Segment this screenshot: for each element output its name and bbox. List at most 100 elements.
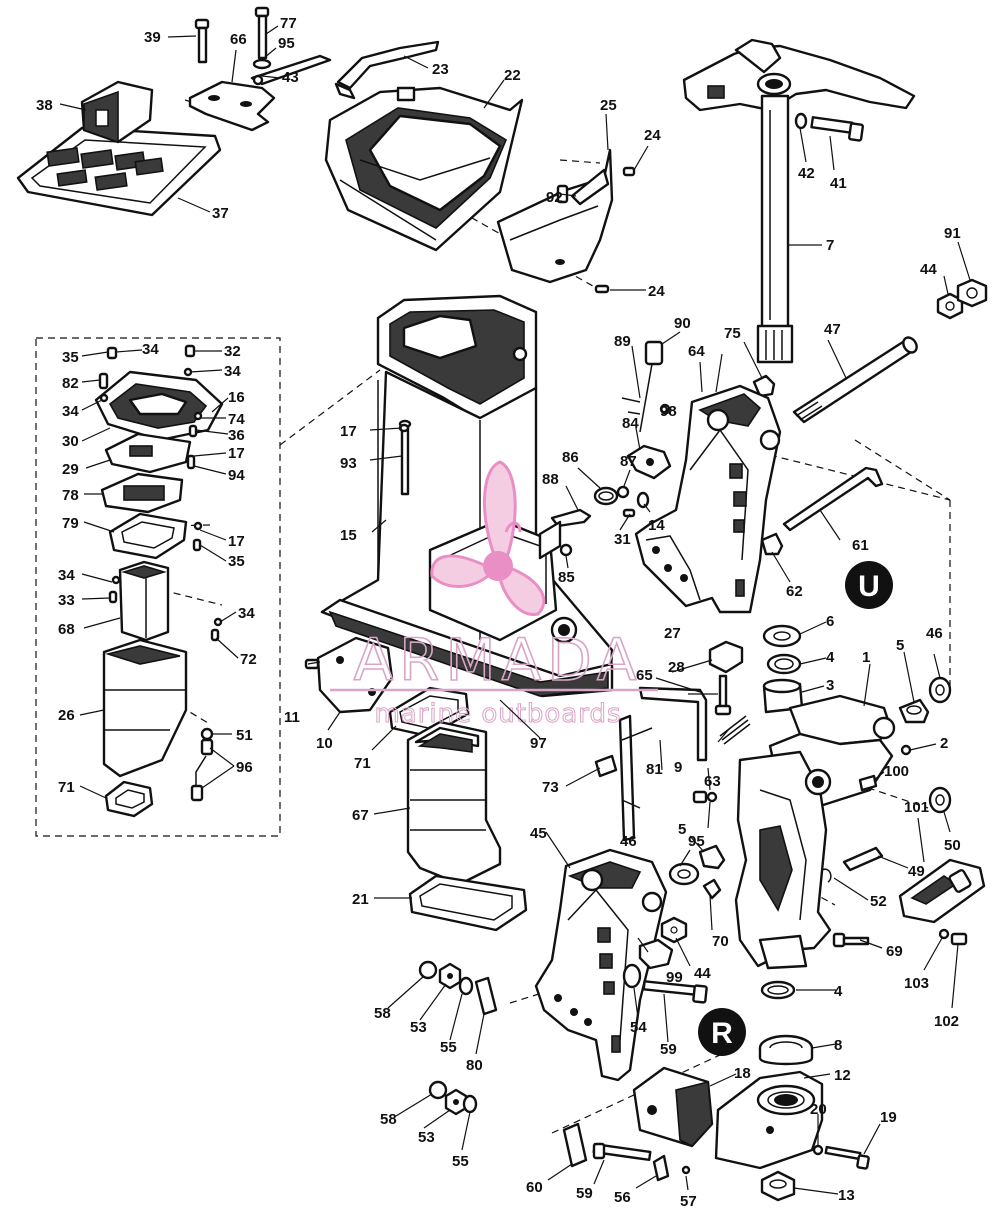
callout-81: 81 xyxy=(646,761,663,778)
part-58-53-55-lower-fasteners xyxy=(428,1080,478,1116)
part-102-103-screw-washer xyxy=(938,928,968,946)
callout-15: 15 xyxy=(340,527,357,544)
part-66-bracket-plate xyxy=(188,80,276,132)
callout-90: 90 xyxy=(674,315,691,332)
part-12-lower-housing xyxy=(714,1070,824,1170)
callout-58: 58 xyxy=(374,1005,391,1022)
part-77-95-bolt-washer xyxy=(252,6,272,70)
callout-35: 35 xyxy=(228,553,245,570)
callout-17: 17 xyxy=(228,445,245,462)
callout-17: 17 xyxy=(228,533,245,550)
part-79-gasket xyxy=(108,512,188,560)
callout-30: 30 xyxy=(62,433,79,450)
watermark: ARMADA marine outboards xyxy=(330,460,658,730)
callout-63: 63 xyxy=(704,773,721,790)
callout-37: 37 xyxy=(212,205,229,222)
callout-65: 65 xyxy=(636,667,653,684)
callout-61: 61 xyxy=(852,537,869,554)
part-59-bolt-lower xyxy=(592,1142,652,1162)
part-58-53-55-80-fasteners xyxy=(418,960,498,1016)
callout-1: 1 xyxy=(862,649,870,666)
callout-67: 67 xyxy=(352,807,369,824)
callout-53: 53 xyxy=(418,1129,435,1146)
part-101-plate xyxy=(898,858,986,924)
callout-91: 91 xyxy=(944,225,961,242)
callout-73: 73 xyxy=(542,779,559,796)
part-65-tilt-lever xyxy=(618,686,708,842)
part-39-bolt xyxy=(194,18,210,64)
callout-44: 44 xyxy=(694,965,711,982)
callout-50: 50 xyxy=(944,837,961,854)
callout-44: 44 xyxy=(920,261,937,278)
callout-6: 6 xyxy=(826,613,834,630)
part-41-42-bolt-washer xyxy=(794,112,864,142)
callout-88: 88 xyxy=(542,471,559,488)
callout-103: 103 xyxy=(904,975,929,992)
callout-87: 87 xyxy=(620,453,637,470)
callout-99: 99 xyxy=(666,969,683,986)
callout-86: 86 xyxy=(562,449,579,466)
watermark-brand: ARMADA xyxy=(353,626,642,694)
callout-32: 32 xyxy=(224,343,241,360)
callout-74: 74 xyxy=(228,411,245,428)
part-59-bolt-upper xyxy=(642,980,708,1004)
callout-16: 16 xyxy=(228,389,245,406)
callout-4: 4 xyxy=(834,983,843,1000)
callout-45: 45 xyxy=(530,825,547,842)
part-62-bushing xyxy=(760,532,784,556)
callout-79: 79 xyxy=(62,515,79,532)
callout-39: 39 xyxy=(144,29,161,46)
callout-29: 29 xyxy=(62,461,79,478)
callout-100: 100 xyxy=(884,763,909,780)
part-71-seal-left xyxy=(104,780,154,818)
callout-23: 23 xyxy=(432,61,449,78)
callout-14: 14 xyxy=(648,517,665,534)
part-28-screw xyxy=(714,674,732,716)
callout-68: 68 xyxy=(58,621,75,638)
callout-28: 28 xyxy=(668,659,685,676)
callout-12: 12 xyxy=(834,1067,851,1084)
callout-49: 49 xyxy=(908,863,925,880)
part-30-adapter xyxy=(94,370,224,442)
callout-75: 75 xyxy=(724,325,741,342)
part-56-57-clip-screw xyxy=(652,1154,691,1182)
part-67-exhaust-tube xyxy=(406,720,502,886)
callout-2: 2 xyxy=(940,735,948,752)
callout-55: 55 xyxy=(440,1039,457,1056)
callout-92: 92 xyxy=(546,189,563,206)
callout-27: 27 xyxy=(664,625,681,642)
callout-8: 8 xyxy=(834,1037,842,1054)
part-27-block xyxy=(708,640,744,674)
callout-22: 22 xyxy=(504,67,521,84)
callout-95: 95 xyxy=(278,35,295,52)
callout-51: 51 xyxy=(236,727,253,744)
callout-56: 56 xyxy=(614,1189,631,1206)
callout-101: 101 xyxy=(904,799,929,816)
callout-21: 21 xyxy=(352,891,369,908)
callout-62: 62 xyxy=(786,583,803,600)
callout-25: 25 xyxy=(600,97,617,114)
callout-84: 84 xyxy=(622,415,639,432)
callout-42: 42 xyxy=(798,165,815,182)
callout-43: 43 xyxy=(282,69,299,86)
part-26-tube xyxy=(102,638,188,778)
part-38-power-pack xyxy=(80,80,154,144)
callout-11: 11 xyxy=(284,709,300,726)
callout-5: 5 xyxy=(896,637,904,654)
stamp-lower-symbol: R xyxy=(698,1008,746,1056)
callout-69: 69 xyxy=(886,943,903,960)
part-70-bushing xyxy=(702,878,722,900)
callout-20: 20 xyxy=(810,1101,827,1118)
part-7-steering-arm xyxy=(682,38,916,364)
callout-46: 46 xyxy=(620,833,637,850)
part-5-46-left-washers xyxy=(668,844,726,886)
part-21-seal-lower xyxy=(408,874,528,932)
part-61-tilt-rod xyxy=(782,466,884,532)
callout-52: 52 xyxy=(870,893,887,910)
part-18-block xyxy=(632,1066,714,1148)
svg-text:U: U xyxy=(858,570,880,603)
callout-26: 26 xyxy=(58,707,75,724)
part-86-87-88-springs xyxy=(550,485,650,528)
callout-72: 72 xyxy=(240,651,257,668)
callout-66: 66 xyxy=(230,31,247,48)
